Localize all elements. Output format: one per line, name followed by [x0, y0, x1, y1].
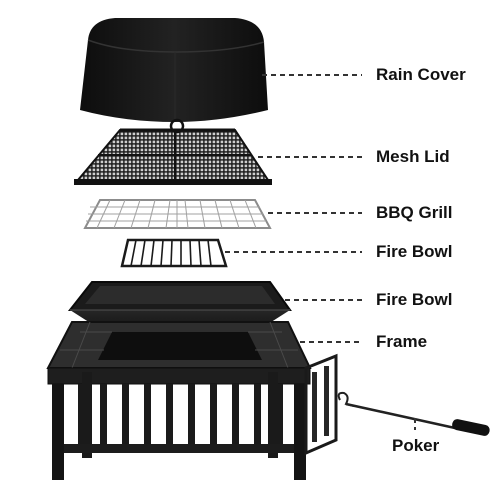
label-rain-cover: Rain Cover: [376, 65, 466, 84]
label-fire-bowl: Fire Bowl: [376, 290, 453, 309]
rain-cover: [80, 18, 268, 122]
poker-handle: [452, 419, 490, 436]
bbq-grill: [83, 199, 272, 229]
mesh-lid: [74, 118, 272, 185]
label-mesh-lid: Mesh Lid: [376, 147, 450, 166]
lid-handle-ring: [169, 118, 185, 134]
label-fire-bowl-grate: Fire Bowl: [376, 242, 453, 261]
label-frame: Frame: [376, 332, 428, 351]
label-poker: Poker: [392, 436, 440, 455]
leader-lines: [225, 74, 416, 430]
frame: [46, 321, 338, 480]
poker: [337, 391, 490, 436]
label-bbq-grill: BBQ Grill: [376, 203, 453, 222]
fire-bowl-grate: [120, 238, 228, 268]
